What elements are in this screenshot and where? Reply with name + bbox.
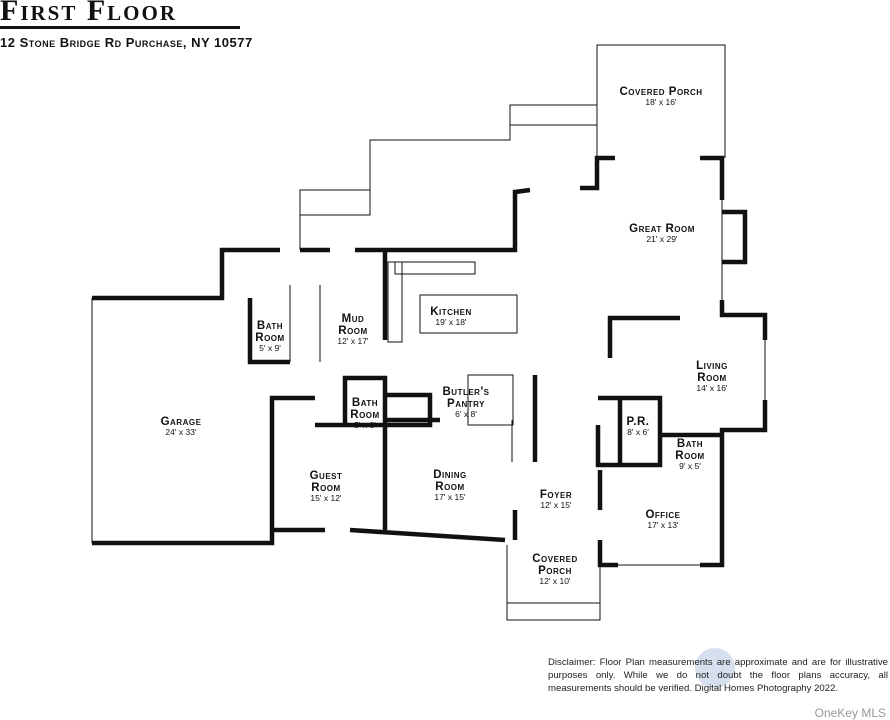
room-name: Covered Porch (619, 86, 703, 98)
page-title: First Floor (0, 0, 178, 27)
room-dims: 17' x 13' (647, 520, 679, 531)
room-name: Office (645, 509, 681, 521)
room-dims: 19' x 18' (435, 317, 467, 328)
room-name: Kitchen (430, 306, 472, 318)
room-dims: 9' x 5' (679, 461, 701, 472)
room-name: Dining Room (433, 469, 467, 494)
room-dims: 21' x 29' (646, 234, 678, 245)
mls-watermark: OneKey MLS (814, 706, 886, 720)
room-name: Bath Room (675, 438, 705, 463)
room-dims: 12' x 15' (540, 500, 572, 511)
room-name: Guest Room (309, 470, 343, 495)
room-dims: 14' x 16' (696, 383, 728, 394)
room-name: Bath Room (350, 397, 380, 422)
room-name: Mud Room (338, 313, 368, 338)
room-dims: 6' x 8' (455, 409, 477, 420)
room-dims: 12' x 10' (539, 576, 571, 587)
room-name: Butler's Pantry (442, 386, 490, 411)
room-powder-room: P.R.8' x 6' (627, 416, 650, 437)
title-underline (0, 26, 240, 29)
room-dims: 8' x 6' (627, 427, 649, 438)
room-name: Garage (160, 416, 202, 428)
room-name: Great Room (629, 223, 695, 235)
room-dims: 5' x 8' (354, 420, 376, 431)
room-name: Bath Room (255, 320, 285, 345)
room-name: Living Room (696, 360, 728, 385)
room-dims: 5' x 9' (259, 343, 281, 354)
walls (92, 155, 768, 568)
watermark-circle (695, 648, 735, 688)
room-name: Covered Porch (532, 553, 578, 578)
room-name: Foyer (539, 489, 573, 501)
room-dims: 15' x 12' (310, 493, 342, 504)
room-name: P.R. (626, 416, 650, 428)
room-dims: 24' x 33' (165, 427, 197, 438)
room-dims: 17' x 15' (434, 492, 466, 503)
disclaimer: Disclaimer: Floor Plan measurements are … (548, 657, 888, 694)
room-dims: 12' x 17' (337, 336, 369, 347)
room-dims: 18' x 16' (645, 97, 677, 108)
property-address: 12 Stone Bridge Rd Purchase, NY 10577 (0, 35, 253, 50)
